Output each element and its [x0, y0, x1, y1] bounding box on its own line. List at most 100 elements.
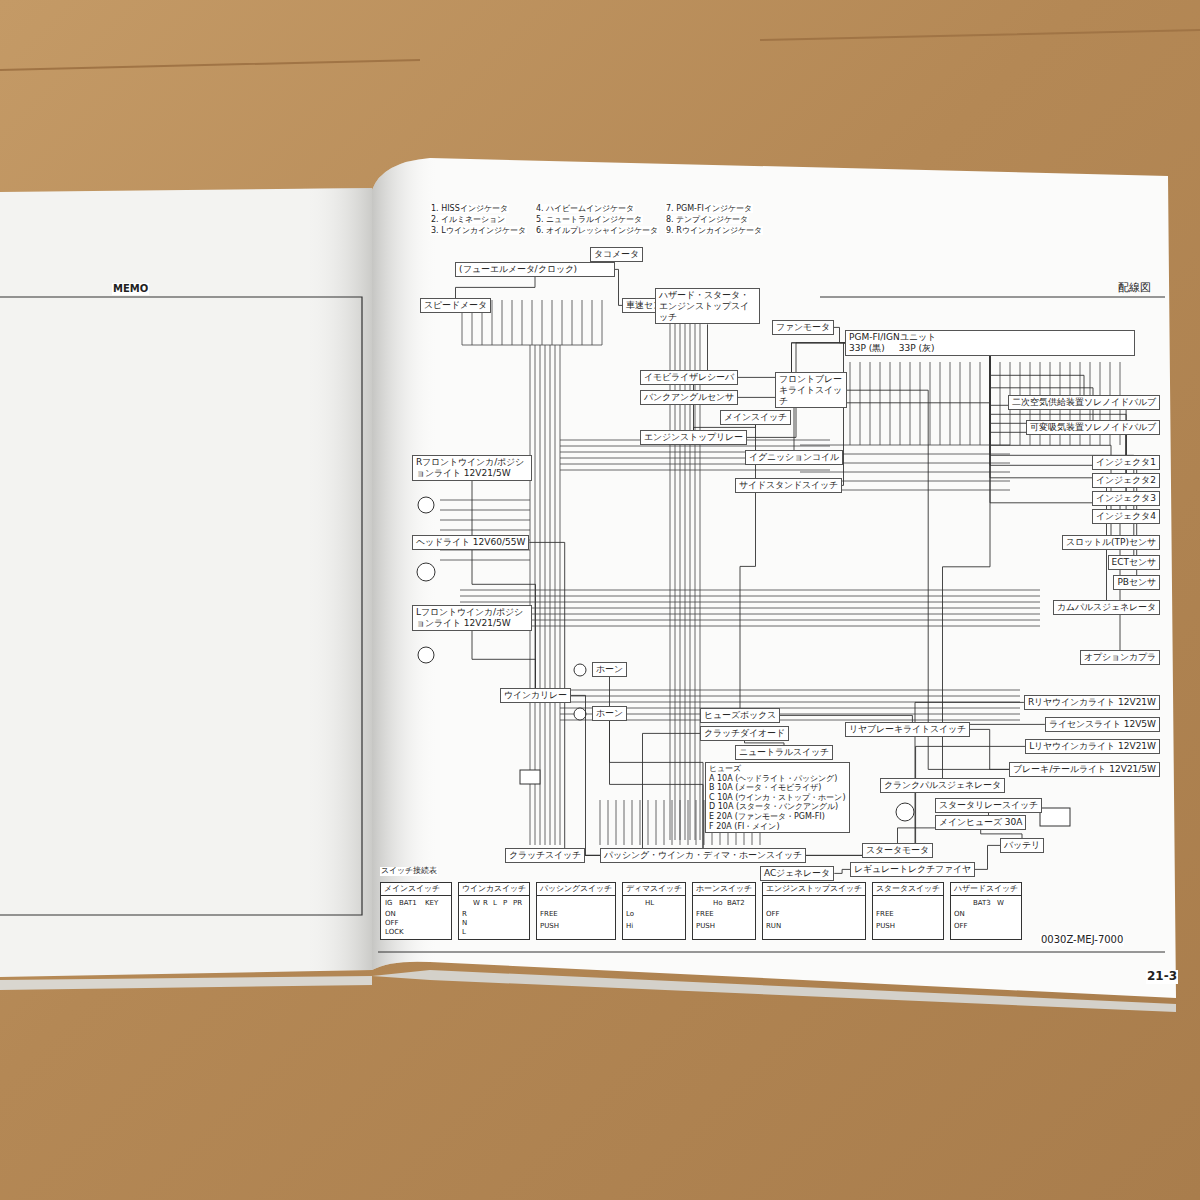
wire	[560, 446, 830, 447]
component-name: ヘッドライト 12V60/55W	[416, 537, 525, 548]
indicator-legend: 7. PGM-FIインジケータ	[665, 204, 753, 213]
wire-connector	[472, 481, 536, 688]
component-name: ライセンスライト 12V5W	[1049, 719, 1156, 730]
table-cell: BAT1	[398, 899, 418, 907]
wire	[440, 530, 530, 531]
component-name: PGM-FI/IGNユニット	[849, 332, 1131, 343]
component-name: エンジンストップスイッチ	[763, 883, 865, 896]
component-box: ECTセンサ	[1108, 555, 1160, 570]
wire-connector	[981, 830, 1022, 838]
component-detail: B 10A (メータ・イモビライザ)	[709, 783, 846, 793]
table-cell: LOCK	[384, 928, 405, 936]
table-cell: ON	[384, 910, 397, 918]
component-box: ヘッドライト 12V60/55W	[412, 535, 529, 550]
lamp-symbol	[418, 647, 434, 663]
component-name: イグニッションコイル	[749, 452, 839, 463]
wire	[522, 300, 523, 345]
component-name: ECTセンサ	[1112, 557, 1156, 568]
component-box: クランクパルスジェネレータ	[880, 778, 1005, 793]
component-name: ニュートラルスイッチ	[739, 747, 829, 758]
gutter-shadow	[300, 188, 372, 970]
component-symbols	[417, 497, 1070, 906]
wire	[680, 800, 681, 845]
component-name: ディマスイッチ	[623, 883, 685, 896]
component-name: オプションカプラ	[1084, 652, 1156, 663]
page-text: MEMO	[112, 283, 149, 295]
component-name: 可変吸気装置ソレノイドバルブ	[1030, 422, 1156, 433]
component-name: Lリヤウインカライト 12V21W	[1029, 741, 1156, 752]
page-text: 0030Z-MEJ-7000	[1040, 934, 1124, 946]
component-box: ヒューズボックス	[700, 708, 780, 723]
component-name: ヒューズ	[709, 764, 846, 774]
table-cell: PUSH	[695, 922, 716, 930]
wire	[560, 696, 1020, 697]
wire-connector	[834, 869, 850, 873]
wire	[460, 626, 1040, 627]
table-cell: L	[461, 928, 467, 936]
table-cell: R	[482, 899, 489, 907]
wire	[980, 362, 981, 445]
indicator-legend: 2. イルミネーション	[430, 215, 506, 224]
wire	[850, 362, 851, 445]
wire	[688, 800, 689, 845]
wire	[664, 800, 665, 845]
indicator-legend: 6. オイルプレッシャインジケータ	[535, 226, 659, 235]
wire	[462, 345, 602, 346]
wire	[550, 345, 551, 845]
table-cell: OFF	[384, 919, 400, 927]
wire	[512, 300, 513, 345]
wire	[560, 345, 561, 845]
indicator-legend: 5. ニュートラルインジケータ	[535, 215, 643, 224]
component-name: イモビライザレシーバ	[644, 372, 734, 383]
component-box: パッシング・ウインカ・ディマ・ホーンスイッチ	[600, 848, 806, 863]
table-cell: N	[461, 919, 468, 927]
component-name: インジェクタ1	[1096, 457, 1156, 468]
wire-connector	[610, 677, 704, 848]
component-box: インジェクタ3	[1092, 491, 1160, 506]
wire	[624, 800, 625, 845]
table-cell: PUSH	[875, 922, 896, 930]
table-cell: Ho	[712, 899, 724, 907]
wire-connector	[990, 356, 1107, 600]
horn-symbol	[574, 708, 586, 720]
component-detail: 33P (黒)	[849, 343, 885, 354]
component-name: パッシング・ウインカ・ディマ・ホーンスイッチ	[604, 850, 802, 861]
wire	[950, 362, 951, 445]
component-box: スタータリレースイッチ	[935, 798, 1042, 813]
table-cell: HL	[644, 899, 655, 907]
table-cell: OFF	[953, 922, 969, 930]
table-cell: FREE	[875, 910, 895, 918]
wire	[560, 690, 1020, 691]
component-name: タコメータ	[594, 249, 639, 260]
component-name: スタータモータ	[866, 845, 929, 856]
component-box: イモビライザレシーバ	[640, 370, 738, 385]
component-box: スロットル(TP)センサ	[1062, 535, 1160, 550]
lamp-symbol	[417, 563, 435, 581]
component-name: メインヒューズ 30A	[939, 817, 1022, 828]
component-name: パッシングスイッチ	[537, 883, 615, 896]
component-box: Rリヤウインカライト 12V21W	[1024, 695, 1160, 710]
wire	[696, 800, 697, 845]
component-name: カムパルスジェネレータ	[1057, 602, 1156, 613]
indicator-legend: 9. Rウインカインジケータ	[665, 226, 763, 235]
table-cell: W	[996, 899, 1005, 907]
wire	[460, 602, 1040, 603]
component-name: リヤブレーキライトスイッチ	[849, 724, 966, 735]
component-box: ニュートラルスイッチ	[735, 745, 833, 760]
wire-connector	[847, 390, 1009, 769]
component-name: PBセンサ	[1117, 577, 1156, 588]
control-unit-box: PGM-FI/IGNユニット33P (黒) 33P (灰)	[845, 330, 1135, 356]
component-name: ブレーキ/テールライト 12V21/5W	[1013, 764, 1156, 775]
wire	[560, 720, 1020, 721]
wire	[870, 362, 871, 445]
wire	[970, 362, 971, 445]
component-box: リヤブレーキライトスイッチ	[845, 722, 970, 737]
component-detail: 33P (灰)	[899, 343, 935, 354]
footer-rule	[378, 952, 1165, 953]
component-name: 二次空気供給装置ソレノイドバルブ	[1012, 397, 1156, 408]
wire	[555, 345, 556, 845]
component-box: オプションカプラ	[1080, 650, 1160, 665]
wire	[648, 800, 649, 845]
wire	[940, 362, 941, 445]
